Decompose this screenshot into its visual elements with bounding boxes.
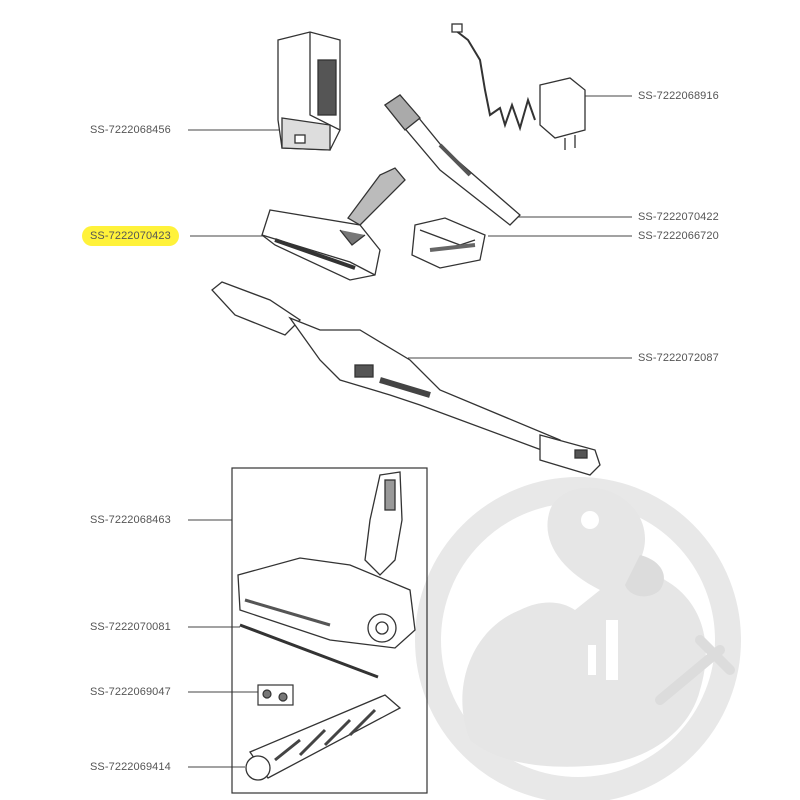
dusting-brush-drawing — [411, 217, 486, 269]
part-label-crevice-tool[interactable]: SS-7222070422 — [638, 211, 719, 223]
part-label-screws[interactable]: SS-7222069047 — [90, 686, 171, 698]
part-label-brush-roll[interactable]: SS-7222069414 — [90, 761, 171, 773]
part-label-charger[interactable]: SS-7222068916 — [638, 90, 719, 102]
extension-tube-drawing — [211, 281, 601, 476]
part-label-battery[interactable]: SS-7222068456 — [90, 124, 171, 136]
brush-roll-drawing — [245, 694, 402, 781]
charger-drawing — [451, 23, 586, 150]
nozzle-strip-drawing — [239, 623, 379, 679]
floor-nozzle-drawing — [237, 471, 416, 649]
screws-drawing — [257, 684, 294, 706]
part-label-mini-brush-highlighted[interactable]: SS-7222070423 — [82, 226, 179, 246]
part-label-dusting-brush[interactable]: SS-7222066720 — [638, 230, 719, 242]
crevice-tool-drawing — [384, 94, 521, 226]
leader-lines — [188, 95, 632, 768]
part-label-extension-tube[interactable]: SS-7222072087 — [638, 352, 719, 364]
part-label-floor-nozzle[interactable]: SS-7222068463 — [90, 514, 171, 526]
watermark-duck-logo — [415, 477, 741, 800]
nozzle-group-frame — [231, 467, 428, 794]
mini-brush-drawing — [261, 167, 406, 281]
part-label-nozzle-strip[interactable]: SS-7222070081 — [90, 621, 171, 633]
battery-drawing — [277, 31, 341, 151]
